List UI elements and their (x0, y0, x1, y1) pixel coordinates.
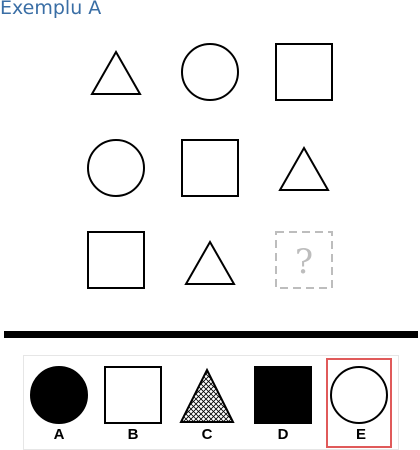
hatched-triangle-icon (179, 367, 235, 423)
page-title: Exemplu A (0, 0, 102, 19)
circle-outline-icon (330, 366, 388, 424)
option-label-b: B (127, 426, 139, 443)
option-d[interactable]: D (250, 358, 316, 448)
option-label-d: D (277, 426, 289, 443)
grid-cell-2-2 (178, 136, 242, 200)
filled-square-icon (254, 366, 312, 424)
option-a[interactable]: A (26, 358, 92, 448)
grid-cell-1-2 (178, 40, 242, 104)
triangle-icon (90, 49, 142, 95)
grid-cell-1-1 (84, 42, 148, 106)
grid-cell-3-3: ? (272, 228, 336, 292)
option-label-e: E (355, 426, 366, 443)
answer-options: A B C D E (23, 355, 399, 450)
option-b[interactable]: B (100, 358, 166, 448)
triangle-icon (278, 145, 330, 191)
option-c[interactable]: C (174, 358, 240, 448)
square-outline-icon (104, 366, 162, 424)
filled-circle-icon (30, 366, 88, 424)
circle-icon (181, 43, 239, 101)
option-label-a: A (53, 426, 65, 443)
option-label-c: C (201, 426, 213, 443)
grid-cell-3-2 (178, 232, 242, 296)
placeholder-question-mark: ? (295, 242, 313, 282)
puzzle-grid: ? (84, 40, 336, 296)
divider (4, 331, 418, 338)
square-icon (87, 231, 145, 289)
grid-cell-2-1 (84, 136, 148, 200)
grid-cell-1-3 (272, 40, 336, 104)
grid-cell-2-3 (272, 138, 336, 202)
option-e[interactable]: E (326, 358, 392, 448)
triangle-icon (184, 239, 236, 285)
square-icon (181, 139, 239, 197)
square-icon (275, 43, 333, 101)
question-placeholder-icon: ? (275, 231, 333, 289)
grid-cell-3-1 (84, 228, 148, 292)
circle-icon (87, 139, 145, 197)
